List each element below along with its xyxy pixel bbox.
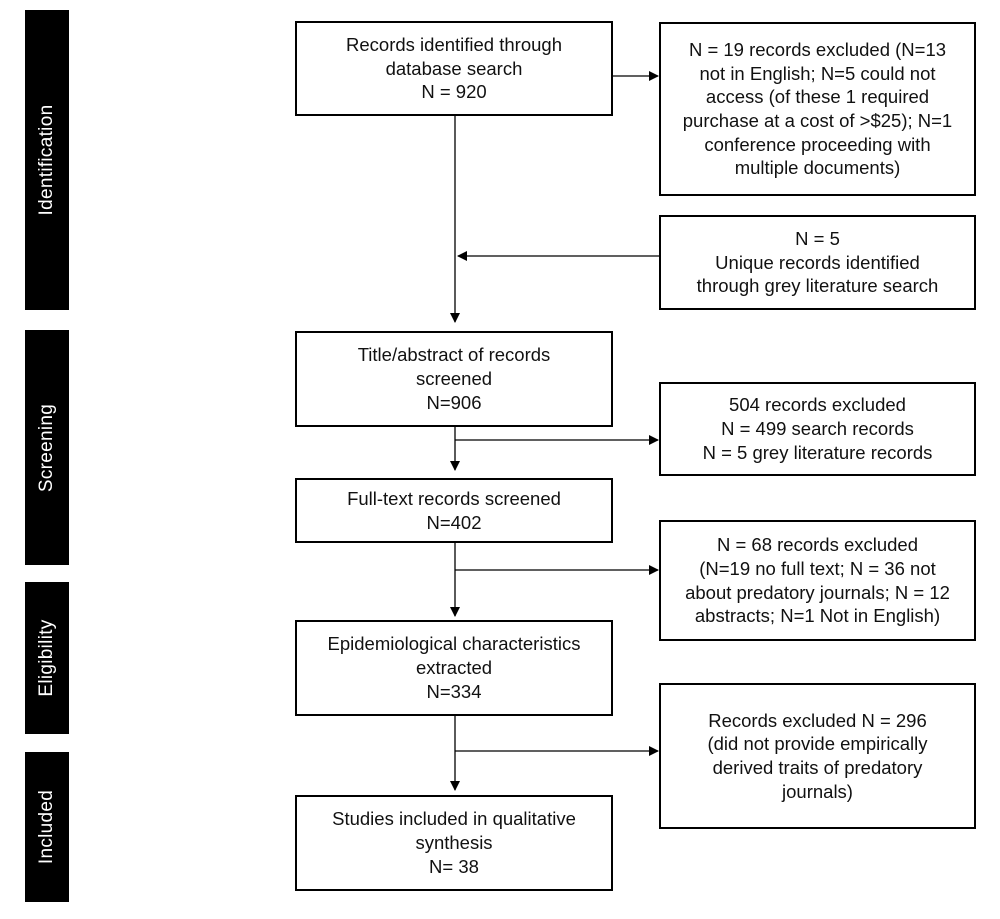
full-text-text: Full-text records screened N=402 — [347, 487, 561, 533]
excluded-empirical-box: Records excluded N = 296 (did not provid… — [659, 683, 976, 829]
excluded-title-abstract-box: 504 records excluded N = 499 search reco… — [659, 382, 976, 476]
title-abstract-box: Title/abstract of records screened N=906 — [295, 331, 613, 427]
included-text: Studies included in qualitative synthesi… — [332, 808, 576, 877]
title-abstract-text: Title/abstract of records screened N=906 — [357, 344, 551, 413]
database-search-text: Records identified through database sear… — [346, 33, 562, 103]
database-search-box: Records identified through database sear… — [295, 21, 613, 116]
excluded-language-access-box: N = 19 records excluded (N=13 not in Eng… — [659, 22, 976, 196]
epidemiological-box: Epidemiological characteristics extracte… — [295, 620, 613, 716]
phase-eligibility-bar: Eligibility — [25, 582, 69, 734]
epidemiological-text: Epidemiological characteristics extracte… — [327, 633, 581, 702]
grey-literature-box: N = 5 Unique records identified through … — [659, 215, 976, 310]
excluded-full-text-box: N = 68 records excluded (N=19 no full te… — [659, 520, 976, 641]
phase-included-bar: Included — [25, 752, 69, 902]
excluded-language-access-text: N = 19 records excluded (N=13 not in Eng… — [682, 38, 953, 179]
excluded-empirical-text: Records excluded N = 296 (did not provid… — [707, 709, 928, 802]
phase-screening-bar: Screening — [25, 330, 69, 565]
excluded-full-text-text: N = 68 records excluded (N=19 no full te… — [685, 534, 950, 627]
included-box: Studies included in qualitative synthesi… — [295, 795, 613, 891]
excluded-title-abstract-text: 504 records excluded N = 499 search reco… — [702, 394, 933, 463]
phase-identification-bar: Identification — [25, 10, 69, 310]
full-text-box: Full-text records screened N=402 — [295, 478, 613, 543]
grey-literature-text: N = 5 Unique records identified through … — [696, 227, 939, 297]
